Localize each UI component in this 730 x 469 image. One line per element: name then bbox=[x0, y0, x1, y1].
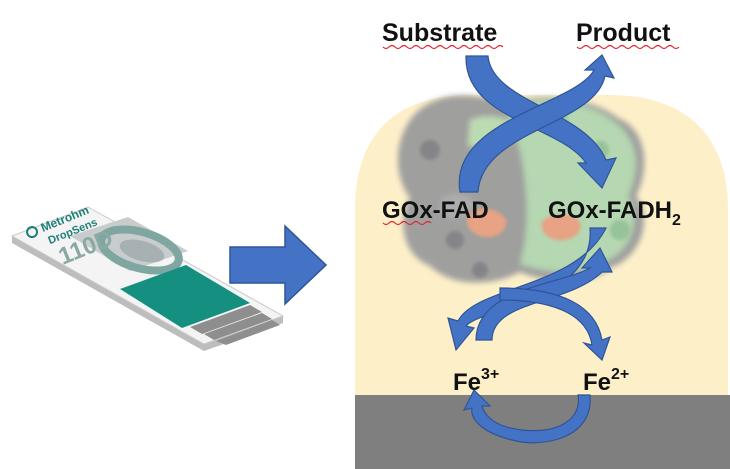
fad-cofactor bbox=[541, 214, 581, 241]
fe2-base: Fe bbox=[583, 369, 611, 396]
gox-fadh2-subscript: 2 bbox=[672, 212, 681, 229]
electrode-redox-loop-arrow bbox=[462, 388, 591, 444]
fad-to-product-arrow bbox=[458, 54, 616, 193]
spellcheck-underline bbox=[576, 44, 680, 50]
sensor-contact bbox=[204, 313, 272, 340]
gox-fadh2-base: GOx-FADH bbox=[548, 197, 672, 224]
transition-arrow-icon bbox=[229, 224, 328, 306]
reaction-arrows bbox=[447, 54, 618, 444]
product-label: Product bbox=[576, 19, 671, 47]
sensor-working-disk bbox=[119, 239, 165, 263]
fe2-superscript: 2+ bbox=[611, 366, 629, 383]
sensor-insulation bbox=[120, 265, 250, 328]
fe3-base: Fe bbox=[453, 369, 481, 396]
spellcheck-underline bbox=[382, 44, 504, 50]
sensor-counter-ring bbox=[97, 225, 183, 275]
sensor-contact bbox=[216, 320, 280, 345]
fad-cofactor bbox=[466, 208, 507, 238]
gox-fad-label: GOx-FAD bbox=[382, 197, 489, 224]
sensor-contact bbox=[190, 305, 262, 334]
metrohm-logo-icon bbox=[26, 226, 39, 239]
fe3-label: Fe3+ bbox=[453, 366, 499, 396]
spellcheck-underline bbox=[382, 220, 432, 226]
fe2-label: Fe2+ bbox=[583, 366, 629, 396]
fe3-to-fe2-arrow bbox=[499, 287, 611, 362]
substrate-label: Substrate bbox=[382, 19, 497, 47]
fe3-superscript: 3+ bbox=[481, 366, 499, 383]
gox-fadh2-label: GOx-FADH2 bbox=[548, 197, 681, 229]
